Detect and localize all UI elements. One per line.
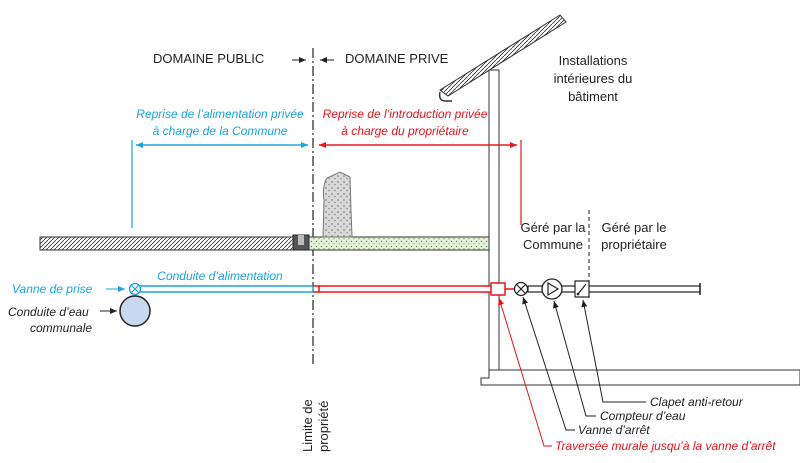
blue-reprise-line2: à charge de la Commune xyxy=(153,124,288,138)
property-marker-inner xyxy=(298,235,304,245)
wall-sleeve xyxy=(490,282,506,296)
intake-valve-icon xyxy=(128,282,142,296)
communal-main-pipe-icon xyxy=(119,295,151,327)
water-meter-icon xyxy=(541,278,563,300)
gutter xyxy=(438,91,452,102)
conduite-communale-line1: Conduite d’eau xyxy=(8,305,89,319)
traversee-leader xyxy=(498,297,552,447)
stone-bollard xyxy=(322,171,353,238)
clapet-leader xyxy=(581,299,646,403)
red-reprise-line1: Reprise de l’introduction privée xyxy=(323,107,488,121)
supply-pipe-blue xyxy=(139,285,314,293)
conduite-alimentation-label: Conduite d’alimentation xyxy=(157,269,283,283)
compteur-label: Compteur d’eau xyxy=(600,409,686,423)
gere-proprietaire-line2: propriétaire xyxy=(601,237,667,252)
limite-line2: propriété xyxy=(316,401,331,452)
blue-reprise-line1: Reprise de l’alimentation privée xyxy=(136,107,304,121)
supply-pipe-red xyxy=(318,285,494,293)
limite-line1: Limite de xyxy=(300,399,315,452)
vanne-prise-label: Vanne de prise xyxy=(12,282,93,296)
zone-private-label: DOMAINE PRIVE xyxy=(345,51,449,66)
zone-public-label: DOMAINE PUBLIC xyxy=(153,51,264,66)
red-reprise-line2: à charge du propriétaire xyxy=(341,124,469,138)
roof xyxy=(439,14,567,97)
gere-proprietaire-line1: Géré par le xyxy=(601,220,666,235)
ground-public xyxy=(39,236,294,251)
check-valve-icon xyxy=(574,280,590,298)
building-label-line3: bâtiment xyxy=(568,89,618,104)
traversee-label: Traversée murale jusqu’à la vanne d’arrê… xyxy=(555,439,776,453)
compteur-leader xyxy=(552,300,596,417)
gere-commune-line2: Commune xyxy=(523,237,583,252)
building-label-line1: Installations xyxy=(559,53,628,68)
shutoff-valve-icon xyxy=(513,281,529,297)
vanne-arret-label: Vanne d’arrêt xyxy=(578,423,650,437)
basement-slab xyxy=(480,369,800,386)
ground-private xyxy=(308,236,490,251)
clapet-label: Clapet anti-retour xyxy=(650,395,744,409)
building-wall xyxy=(488,69,500,379)
gere-commune-line1: Géré par la xyxy=(520,220,586,235)
vanne-arret-leader xyxy=(522,296,575,431)
building-label-line2: intérieures du xyxy=(554,71,633,86)
conduite-communale-line2: communale xyxy=(30,321,92,335)
